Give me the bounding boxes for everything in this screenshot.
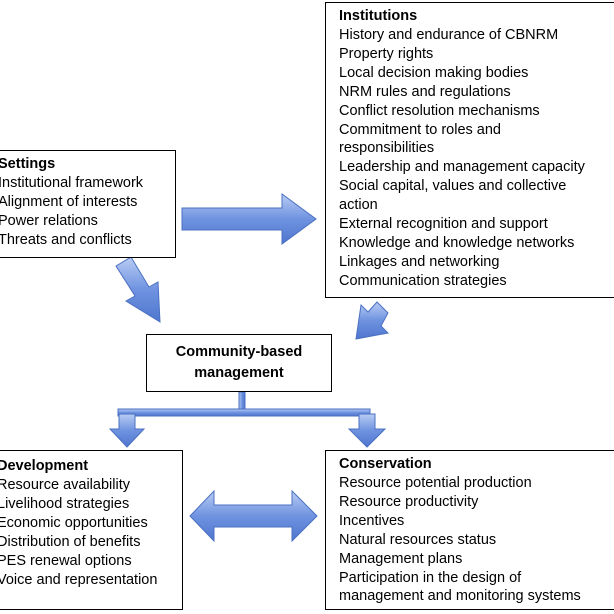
arrow-to-development [108, 413, 146, 448]
community-title: Community-based management [176, 342, 303, 384]
conservation-title: Conservation [339, 456, 432, 472]
list-item: Distribution of benefits [0, 533, 141, 550]
list-item: responsibilities [339, 140, 435, 157]
list-item: NRM rules and regulations [339, 83, 511, 100]
list-item: management and monitoring systems [339, 588, 581, 605]
conservation-list: Resource potential production Resource p… [339, 474, 614, 606]
list-item: Power relations [0, 212, 98, 229]
institutions-list: History and endurance of CBNRM Property … [339, 26, 614, 291]
community-based-management-box: Community-based management [146, 334, 332, 392]
list-item: Social capital, values and collective [339, 178, 567, 195]
list-item: Participation in the design of [339, 569, 522, 586]
development-box: Development Resource availability Liveli… [0, 450, 183, 610]
list-item: Economic opportunities [0, 514, 148, 531]
list-item: Resource productivity [339, 493, 479, 510]
arrow-to-conservation [347, 413, 387, 448]
list-item: History and endurance of CBNRM [339, 27, 559, 43]
list-item: Voice and representation [0, 571, 158, 588]
community-title-line2: management [194, 365, 284, 381]
list-item: Natural resources status [339, 531, 497, 548]
list-item: Leadership and management capacity [339, 159, 585, 176]
settings-box: Settings Institutional framework Alignme… [0, 150, 176, 258]
arrow-settings-to-community [115, 256, 161, 323]
list-item: Livelihood strategies [0, 495, 130, 512]
development-list: Resource availability Livelihood strateg… [0, 476, 182, 589]
list-item: Knowledge and knowledge networks [339, 234, 575, 251]
list-item: Alignment of interests [0, 193, 138, 210]
institutions-title: Institutions [339, 8, 418, 24]
list-item: Communication strategies [339, 272, 507, 289]
arrow-institutions-to-community [355, 301, 390, 340]
list-item: External recognition and support [339, 216, 548, 233]
list-item: Management plans [339, 550, 463, 567]
list-item: Resource availability [0, 477, 130, 493]
development-title: Development [0, 458, 89, 474]
list-item: PES renewal options [0, 552, 132, 569]
conservation-box: Conservation Resource potential producti… [325, 450, 614, 610]
arrow-split-bar [117, 408, 371, 417]
list-item: Conflict resolution mechanisms [339, 102, 540, 119]
list-item: Property rights [339, 45, 434, 62]
list-item: Linkages and networking [339, 253, 500, 270]
arrow-settings-to-institutions [181, 193, 317, 245]
settings-title: Settings [0, 156, 56, 172]
list-item: Commitment to roles and [339, 121, 501, 138]
institutions-box: Institutions History and endurance of CB… [325, 2, 614, 298]
settings-list: Institutional framework Alignment of int… [0, 174, 175, 250]
list-item: Institutional framework [0, 175, 144, 191]
list-item: Incentives [339, 512, 405, 529]
list-item: Threats and conflicts [0, 231, 132, 248]
list-item: Local decision making bodies [339, 64, 529, 81]
arrow-development-conservation [189, 489, 318, 543]
community-title-line1: Community-based [175, 344, 303, 360]
list-item: action [339, 197, 378, 214]
list-item: Resource potential production [339, 475, 532, 491]
